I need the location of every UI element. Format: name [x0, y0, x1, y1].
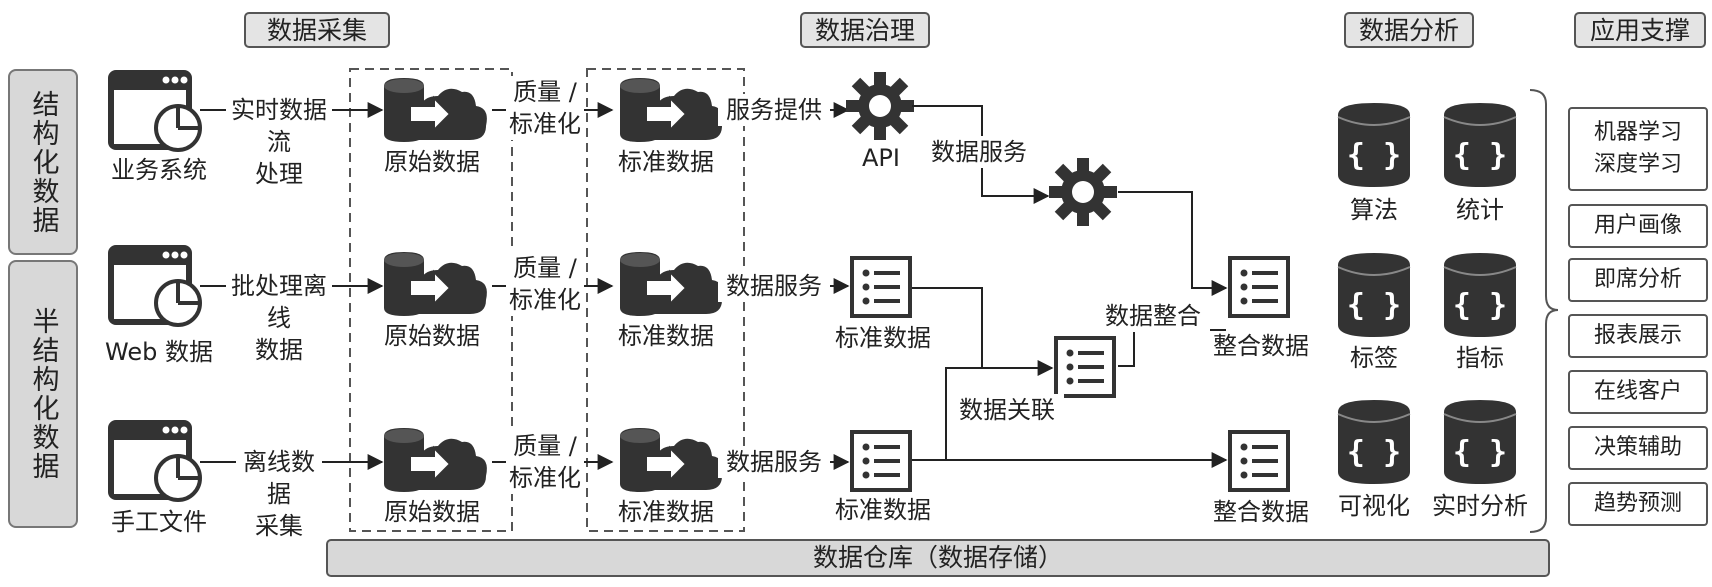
- header-analyze: 数据分析: [1344, 12, 1474, 48]
- app-adhoc: 即席分析: [1568, 258, 1708, 302]
- data-warehouse-bar: 数据仓库（数据存储）: [326, 539, 1550, 577]
- side-structured: 结构化数据: [8, 69, 78, 255]
- analysis-label: 指标: [1456, 344, 1504, 372]
- source-label: 业务系统: [111, 156, 207, 184]
- ingest-label: 实时数据流 处理: [226, 94, 332, 190]
- database-icon: [1337, 252, 1411, 338]
- source-label: Web 数据: [105, 338, 213, 366]
- cloud-data-icon: [619, 427, 724, 493]
- std-out-label: 标准数据: [835, 496, 931, 524]
- std-out-label: 标准数据: [835, 324, 931, 352]
- std-data-label: 标准数据: [618, 322, 714, 350]
- ingest-label: 批处理离线 数据: [226, 270, 332, 366]
- api-label: API: [862, 144, 900, 172]
- list-icon: [1054, 336, 1116, 398]
- ingest-label: 离线数据 采集: [236, 446, 322, 542]
- database-icon: [1443, 252, 1517, 338]
- app-online-customer: 在线客户: [1568, 370, 1708, 414]
- side-semi-structured: 半结构化数据: [8, 260, 78, 528]
- integrate-label: 数据整合: [1096, 300, 1210, 332]
- list-icon: [1228, 430, 1290, 492]
- source-label: 手工文件: [111, 508, 207, 536]
- cloud-data-icon: [619, 77, 724, 143]
- cloud-data-icon: [619, 251, 724, 317]
- relate-label: 数据关联: [950, 394, 1064, 426]
- database-icon: [1443, 102, 1517, 188]
- cloud-data-icon: [383, 251, 488, 317]
- database-icon: [1337, 102, 1411, 188]
- app-trend: 趋势预测: [1568, 482, 1708, 526]
- integrated-label: 整合数据: [1213, 332, 1309, 360]
- provide-label: 数据服务: [718, 270, 830, 302]
- app-report: 报表展示: [1568, 314, 1708, 358]
- header-apply: 应用支撑: [1574, 12, 1706, 48]
- gear-icon: [846, 72, 914, 140]
- raw-data-label: 原始数据: [384, 498, 480, 526]
- list-icon: [1228, 256, 1290, 318]
- database-icon: [1443, 399, 1517, 485]
- std-data-label: 标准数据: [618, 148, 714, 176]
- provide-label: 服务提供: [718, 94, 830, 126]
- raw-data-label: 原始数据: [384, 322, 480, 350]
- data-service-label: 数据服务: [922, 136, 1036, 168]
- app-user-profile: 用户画像: [1568, 204, 1708, 248]
- header-govern: 数据治理: [800, 12, 930, 48]
- cloud-data-icon: [383, 77, 488, 143]
- database-icon: [1337, 399, 1411, 485]
- app-ml-dl: 机器学习 深度学习: [1568, 107, 1708, 191]
- gear-icon: [1049, 158, 1117, 226]
- std-group-frame: [586, 68, 745, 532]
- std-data-label: 标准数据: [618, 498, 714, 526]
- window-icon: [106, 243, 202, 327]
- analysis-label: 统计: [1456, 196, 1504, 224]
- integrated-label: 整合数据: [1213, 498, 1309, 526]
- raw-data-label: 原始数据: [384, 148, 480, 176]
- analysis-label: 实时分析: [1432, 492, 1528, 520]
- window-icon: [106, 418, 202, 502]
- analysis-label: 算法: [1350, 196, 1398, 224]
- provide-label: 数据服务: [718, 446, 830, 478]
- quality-label: 质量 / 标准化: [506, 430, 584, 494]
- quality-label: 质量 / 标准化: [506, 76, 584, 140]
- cloud-data-icon: [383, 427, 488, 493]
- header-collect: 数据采集: [244, 12, 390, 48]
- list-icon: [850, 256, 912, 318]
- app-decision: 决策辅助: [1568, 426, 1708, 470]
- list-icon: [850, 430, 912, 492]
- analysis-label: 标签: [1350, 344, 1398, 372]
- analysis-label: 可视化: [1338, 492, 1410, 520]
- window-icon: [106, 68, 202, 152]
- quality-label: 质量 / 标准化: [506, 252, 584, 316]
